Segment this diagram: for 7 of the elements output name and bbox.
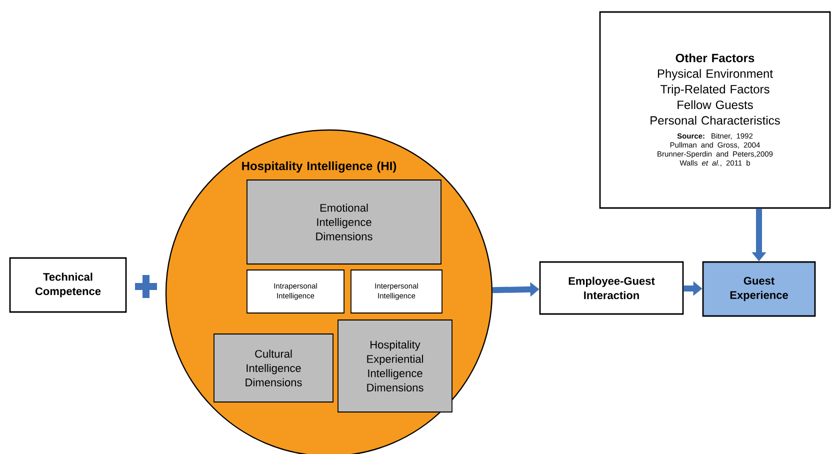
box: Hospitality Experiential Intelligence Dimensions: [338, 320, 452, 412]
box: Cultural Intelligence Dimensions: [214, 334, 334, 402]
box: Guest Experience: [702, 261, 816, 317]
box: Technical Competence: [9, 257, 127, 313]
circle-title: Hospitality Intelligence (HI): [242, 161, 396, 173]
box: Emotional Intelligence Dimensions: [246, 180, 442, 264]
box: Employee-Guest Interaction: [539, 261, 684, 315]
